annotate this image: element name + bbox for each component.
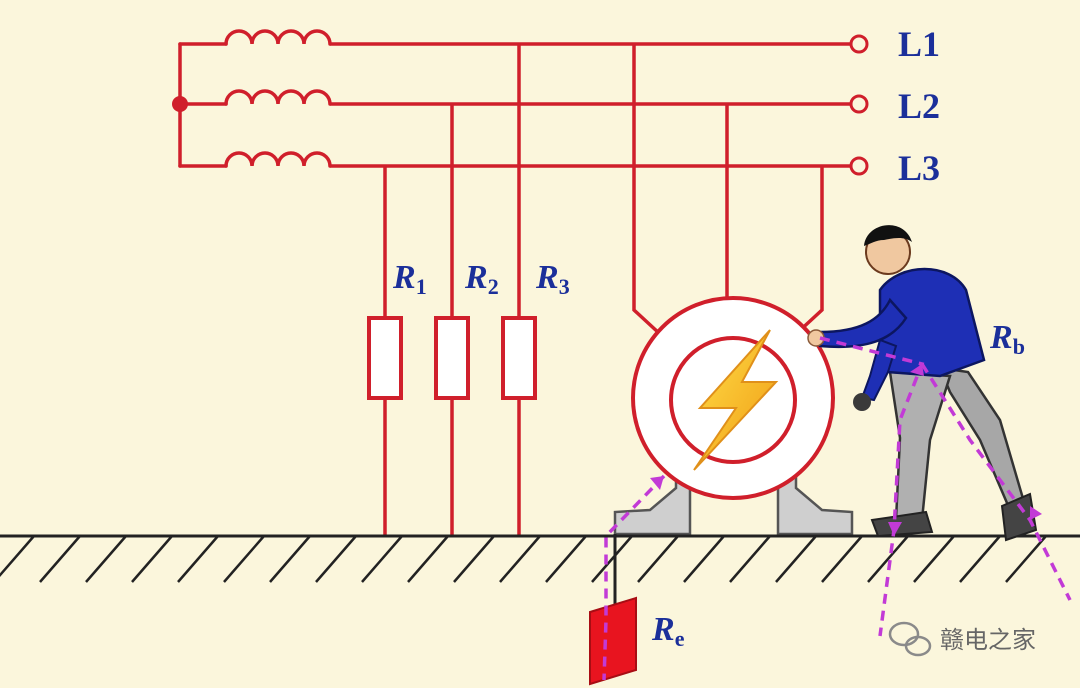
ground-hatch-line: [453, 535, 495, 583]
ground-hatch-line: [1005, 535, 1047, 583]
terminal-l1: [849, 34, 869, 54]
ground-hatch-line: [269, 535, 311, 583]
watermark-text: 赣电之家: [940, 626, 1036, 654]
phase-terminals: [849, 34, 869, 176]
resistor-r1: [367, 316, 403, 400]
ground-hatch-line: [821, 535, 863, 583]
ground-hatch-line: [683, 535, 725, 583]
ground-hatch-line: [775, 535, 817, 583]
person: [807, 225, 1038, 542]
phase-label-l2: L2: [898, 86, 940, 126]
front-shoe: [870, 510, 934, 538]
shirt: [878, 267, 986, 378]
ground-hatch-line: [223, 535, 265, 583]
ground-hatch-line: [545, 535, 587, 583]
electrode-label-re: Re: [651, 611, 685, 651]
current-arrows: [650, 364, 1042, 536]
ground-hatch-line: [913, 535, 955, 583]
resistor-symbols: [367, 316, 537, 400]
neutral-point-dot: [172, 96, 188, 112]
ground-hatch-line: [407, 535, 449, 583]
wechat-icon: [888, 621, 932, 657]
terminal-l2: [849, 94, 869, 114]
ground-hatch-line: [85, 535, 127, 583]
motor: [613, 296, 854, 536]
resistor-branches: [383, 44, 521, 536]
ground-electrode: [589, 534, 637, 686]
fault-current-path: [602, 336, 1072, 681]
hair: [864, 225, 912, 246]
ground-surface: [0, 534, 1080, 583]
resistor-label-r2: R2: [464, 259, 499, 299]
ground-hatch-line: [0, 535, 35, 578]
back-shoe: [1000, 492, 1038, 542]
resistor-labels: R1 R2 R3: [392, 259, 570, 299]
ground-hatch-line: [177, 535, 219, 583]
ground-hatch-line: [959, 535, 1001, 583]
resistor-r3: [501, 316, 537, 400]
ground-hatch-line: [499, 535, 541, 583]
ground-hatch-line: [131, 535, 173, 583]
ground-hatch-line: [729, 535, 771, 583]
electrode-plate: [589, 596, 637, 686]
ground-hatch-line: [637, 535, 679, 583]
terminal-l3: [849, 156, 869, 176]
hand: [853, 393, 871, 411]
ground-hatch-line: [867, 535, 909, 583]
phase-labels: L1 L2 L3: [898, 24, 940, 188]
phase-label-l1: L1: [898, 24, 940, 64]
resistor-label-r3: R3: [535, 259, 570, 299]
resistor-label-r1: R1: [392, 259, 427, 299]
ground-hatch-line: [315, 535, 357, 583]
watermark: 赣电之家: [888, 621, 1036, 657]
phase-label-l3: L3: [898, 148, 940, 188]
ground-hatch-line: [591, 535, 633, 583]
transformer-windings: [178, 29, 332, 168]
ground-hatch-line: [361, 535, 403, 583]
resistor-r2: [434, 316, 470, 400]
lightning-icon: [693, 329, 779, 471]
body-resistance-label-rb: Rb: [989, 319, 1025, 359]
phase-lines: [330, 42, 851, 168]
motor-feed-wires: [632, 44, 824, 336]
arm: [818, 297, 908, 349]
ground-hatch-line: [39, 535, 81, 583]
